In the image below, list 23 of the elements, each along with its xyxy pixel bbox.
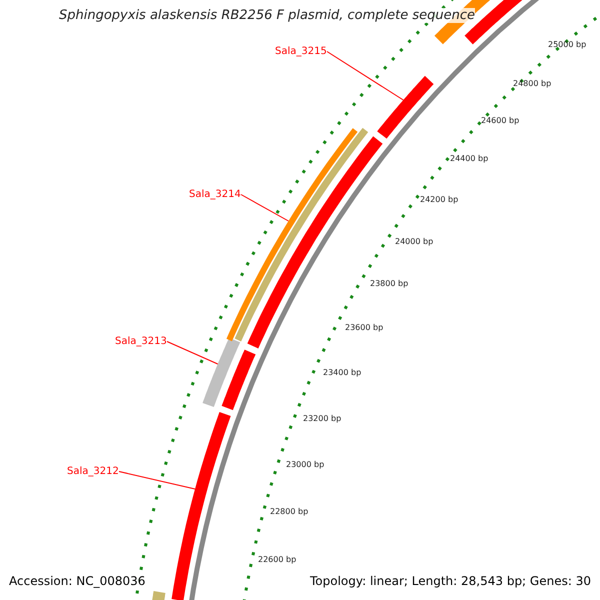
- scale-label: 23600 bp: [345, 323, 384, 332]
- gene-label: Sala_3212: [67, 466, 119, 477]
- scale-label: 24200 bp: [420, 195, 458, 204]
- leader-line: [166, 341, 218, 364]
- leader-line: [326, 51, 404, 100]
- accession-text: Accession: NC_008036: [9, 574, 146, 588]
- gene-arc: [172, 412, 231, 600]
- scale-label: 24800 bp: [513, 79, 552, 88]
- summary-text: Topology: linear; Length: 28,543 bp; Genes: 30: [310, 574, 591, 588]
- gene-label: Sala_3213: [115, 336, 167, 347]
- scale-label: 23000 bp: [286, 460, 324, 469]
- gene-arc: [377, 76, 434, 140]
- title: Sphingopyxis alaskensis RB2256 F plasmid, complete sequence: [59, 8, 475, 23]
- leader-line: [240, 194, 289, 222]
- scale-label: 23400 bp: [323, 368, 362, 377]
- scale-label: 24000 bp: [395, 237, 434, 246]
- gene-label: Sala_3214: [189, 189, 241, 200]
- scale-label: 25000 bp: [548, 40, 586, 49]
- scale-label: 24600 bp: [481, 116, 520, 125]
- leader-line: [118, 471, 196, 490]
- scale-label: 23200 bp: [303, 414, 342, 423]
- gene-label: Sala_3215: [275, 46, 327, 57]
- scale-label: 22800 bp: [270, 507, 308, 516]
